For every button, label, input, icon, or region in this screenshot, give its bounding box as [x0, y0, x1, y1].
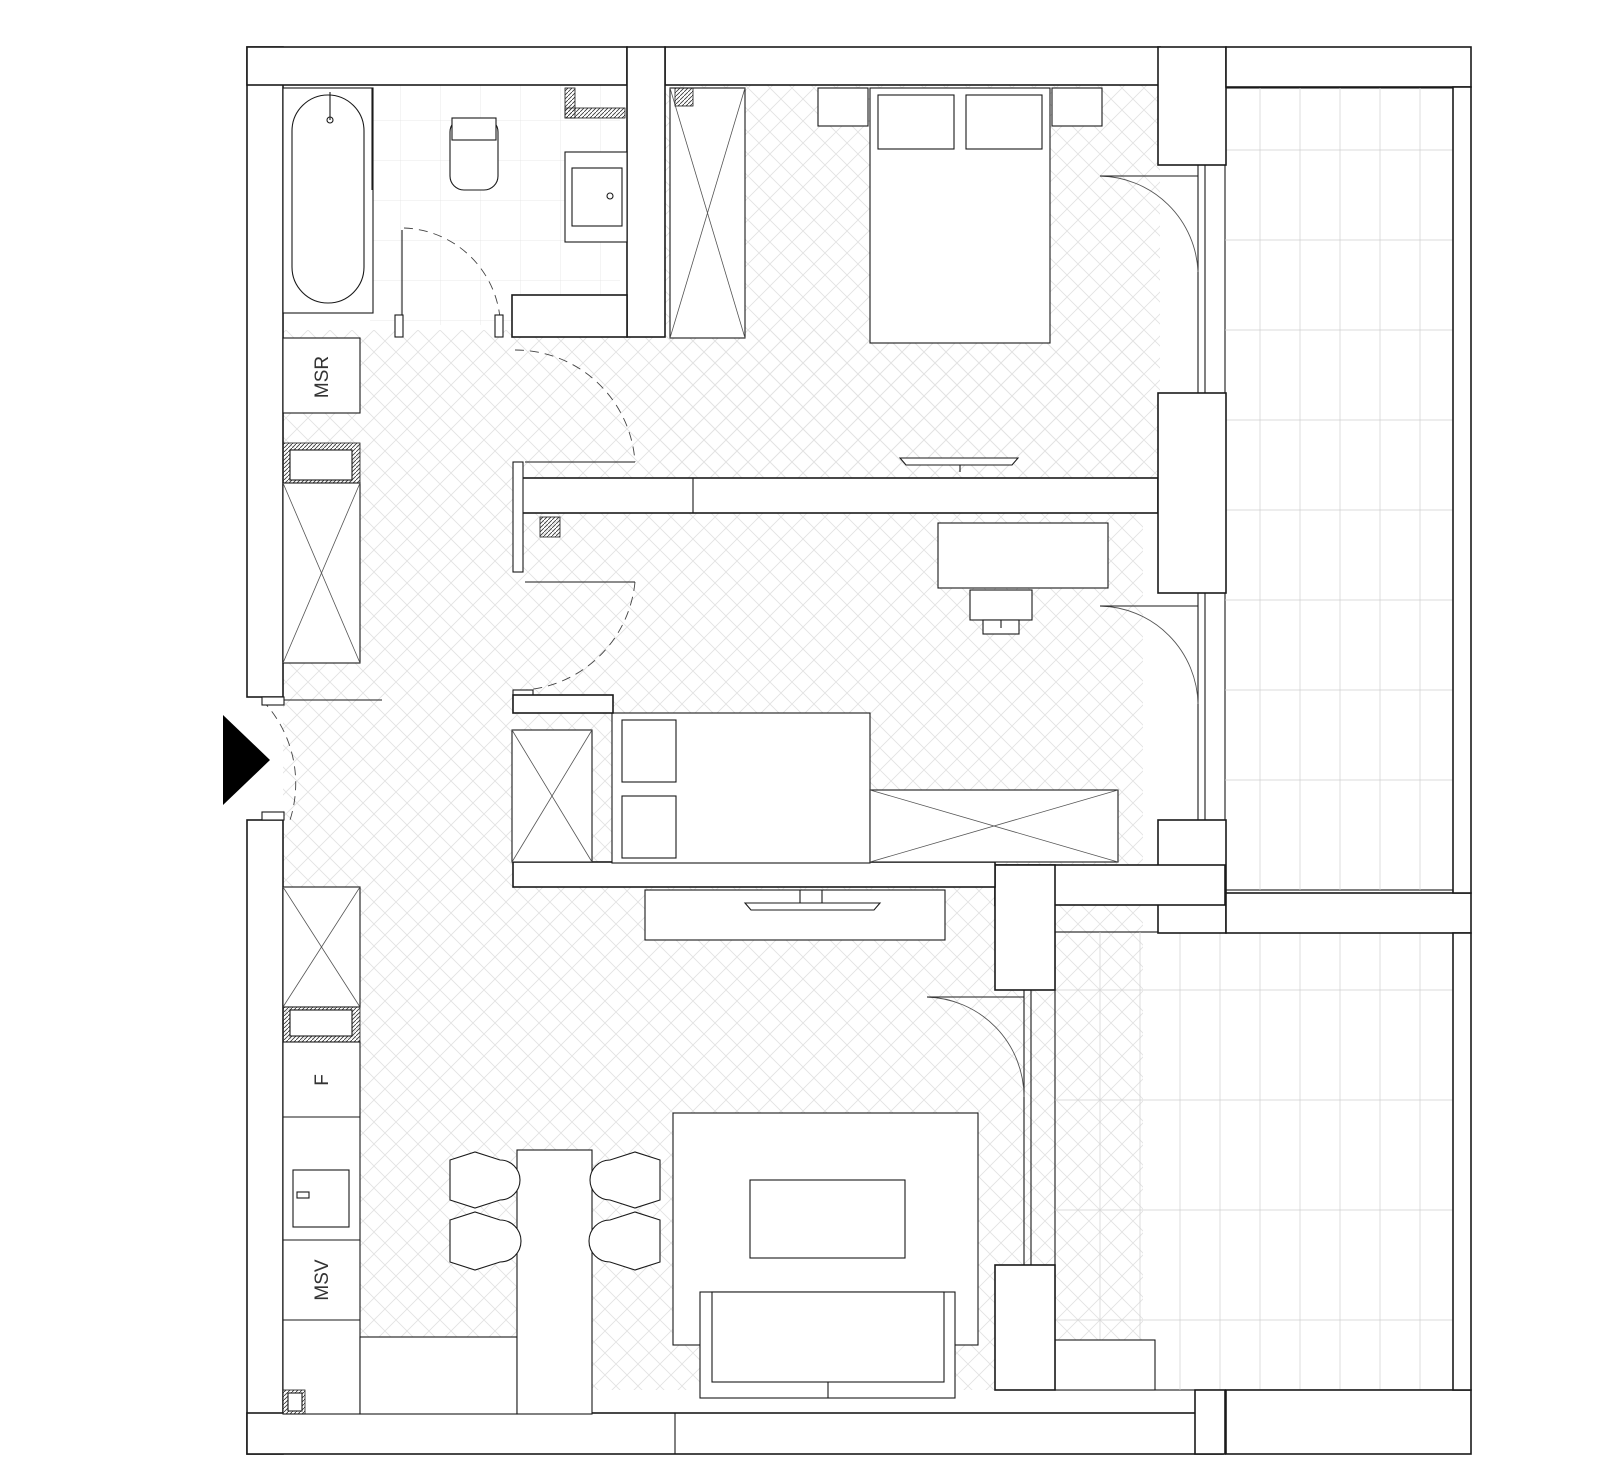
dining-chair — [449, 1151, 661, 1271]
tv-console — [644, 889, 946, 941]
nightstand-right — [1051, 87, 1103, 127]
living-room — [644, 889, 1025, 1399]
hallway-doors — [512, 349, 636, 714]
dining — [449, 1149, 661, 1415]
coffee-table — [749, 1179, 906, 1259]
walls — [246, 46, 1472, 1455]
entrance-marker-icon — [223, 715, 270, 805]
msv-label: MSV — [312, 1259, 333, 1301]
shower-tray — [564, 151, 628, 243]
left-storage: MSR — [282, 337, 361, 1043]
bedroom-2 — [511, 516, 1199, 864]
balcony-upper — [1224, 87, 1456, 891]
fridge-label: F — [312, 1074, 333, 1086]
bathroom — [282, 87, 628, 338]
desk — [937, 522, 1109, 589]
bathtub — [282, 87, 374, 314]
entrance — [223, 696, 382, 821]
tv-2 — [743, 902, 882, 911]
balcony-bench — [1054, 1339, 1156, 1391]
kitchen-counter — [282, 1041, 361, 1415]
msr-cabinet — [282, 337, 361, 414]
tv-1 — [898, 457, 1020, 466]
msr-label: MSR — [312, 356, 333, 398]
dining-table — [516, 1149, 593, 1415]
chair — [969, 589, 1033, 621]
kitchen: F MSV — [282, 1041, 518, 1415]
bedroom-1 — [669, 87, 1199, 472]
nightstand-left — [817, 87, 869, 127]
